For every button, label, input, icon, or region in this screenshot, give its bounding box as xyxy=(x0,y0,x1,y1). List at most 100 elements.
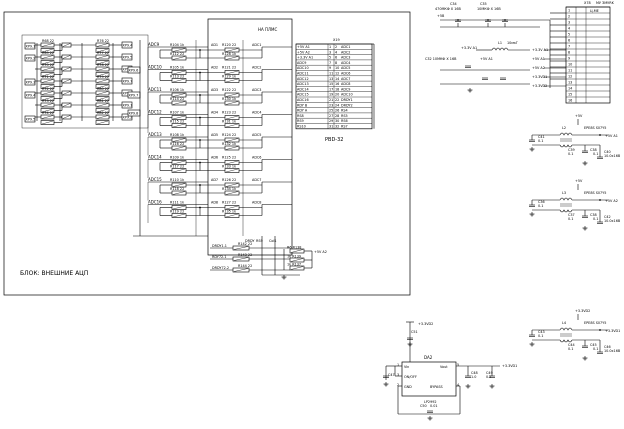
resistor-slash xyxy=(225,168,239,173)
resistor-slash xyxy=(225,183,239,187)
resistor-slash xyxy=(172,70,186,75)
connector-pin-number: 31 xyxy=(329,125,333,129)
connector-pin-number: 4 xyxy=(335,50,337,54)
pin-number: 3 xyxy=(397,373,399,377)
rail-label: +5V A1 xyxy=(532,57,545,61)
mk-interface-frame xyxy=(207,18,293,256)
connector-pin-left: ADC10 xyxy=(297,66,309,70)
resistor-slash xyxy=(225,123,239,128)
connector-pin-number: 13 xyxy=(329,77,333,81)
resistor-slash xyxy=(172,138,186,142)
resistor-slash xyxy=(172,93,186,97)
connector-pin-number: 14 xyxy=(335,77,339,81)
inductor-part: EPE8S S07Y5 xyxy=(584,321,606,325)
resistor-label: R120 22 xyxy=(222,43,236,47)
junction xyxy=(504,19,506,21)
connector-pin-right: ADC4 xyxy=(341,61,350,65)
adc-pin-label: AD6 xyxy=(211,156,218,160)
cap-value: 0.1 xyxy=(593,152,598,156)
connector-pin-number: 26 xyxy=(335,109,339,113)
cap-ref: C41 xyxy=(538,135,545,139)
resistor-label: R108 1k xyxy=(170,133,184,137)
rail-label: +5V A2 xyxy=(314,250,327,254)
rail-label: +3.3VD2 xyxy=(575,309,590,313)
resistor-slash xyxy=(96,108,109,113)
connector-pin-number: 5 xyxy=(329,56,331,60)
bottom-signal-label: RDY72.1 xyxy=(212,255,226,259)
mid-connector-label: XP9.1 xyxy=(123,103,133,107)
filter-coil-top xyxy=(559,327,573,331)
connector-pin-number: 12 xyxy=(335,72,339,76)
connector-pin-number: 18 xyxy=(335,87,339,91)
power-pin-number: 2 xyxy=(568,15,570,19)
inductor-ref: L3 xyxy=(562,191,566,195)
resistor-label: R109 1k xyxy=(170,156,184,160)
resistor-label: R106 1k xyxy=(170,88,184,92)
cap-value: 0.1 xyxy=(538,204,543,208)
resistor-slash xyxy=(41,79,54,83)
junction xyxy=(199,139,201,141)
connector-pin-left: +3.3V A1 xyxy=(297,56,313,60)
resistor-slash xyxy=(41,60,54,65)
cap-ref: C38 xyxy=(590,213,597,217)
junction xyxy=(199,206,201,209)
connector-pin-right: RS4 xyxy=(341,109,348,113)
ldo-ref: DA2 xyxy=(424,355,433,360)
resistor-slash xyxy=(172,183,186,187)
resistor-slash xyxy=(41,120,54,125)
resistor-slash xyxy=(225,48,239,52)
adc-output-label: ADC5 xyxy=(252,133,261,137)
cap-ref: C51 xyxy=(411,330,418,334)
power-pin-number: 7 xyxy=(568,45,570,49)
resistor-slash xyxy=(172,191,186,195)
connector-pin-left: ADC9 xyxy=(297,61,306,65)
junction xyxy=(199,184,201,186)
resistor-label: R110 1k xyxy=(170,178,184,182)
resistor-slash xyxy=(96,79,109,83)
junction xyxy=(457,19,459,21)
input-connector-label: XP9.4 xyxy=(26,93,36,97)
resistor-slash xyxy=(62,55,71,59)
resistor-slash xyxy=(290,266,304,270)
cap-ref: C42 xyxy=(604,215,611,219)
resistor-label: R131 1k xyxy=(222,120,236,124)
cap-ref: C36 xyxy=(538,200,545,204)
junction xyxy=(487,19,489,21)
cap-ref: C49 xyxy=(486,371,493,375)
junction xyxy=(199,161,201,164)
resistor-label: R119 22 xyxy=(170,210,184,214)
connector-pin-number: 20 xyxy=(335,93,339,97)
connector-pin-right: ADC3 xyxy=(341,56,350,60)
resistor-slash xyxy=(96,60,109,65)
resistor-slash xyxy=(41,91,54,95)
resistor-label: R73 22 xyxy=(42,99,54,103)
resistor-slash xyxy=(96,120,109,125)
output-connector-label: XP9.8 xyxy=(129,111,139,115)
input-connector-label: XP9.5 xyxy=(26,117,36,121)
cap-value: 10МКФ Х 16В xyxy=(477,7,501,11)
connector-pin-number: 23 xyxy=(329,103,333,107)
resistor-label: R116 22 xyxy=(170,142,184,146)
resistor-label: R82 22 xyxy=(97,111,109,115)
resistor-label: R113 22 xyxy=(170,75,184,79)
ldo-pin: GND xyxy=(404,385,412,389)
connector-pin-right: ADC1 xyxy=(341,45,350,49)
connector-pin-right: ADC2 xyxy=(341,50,350,54)
resistor-slash xyxy=(62,115,71,119)
resistor-label: R105 1k xyxy=(170,66,184,70)
resistor-slash xyxy=(41,96,54,101)
resistor-slash xyxy=(225,101,239,105)
resistor-slash xyxy=(172,56,186,60)
resistor-slash xyxy=(225,160,239,165)
resistor-slash xyxy=(233,268,249,272)
to-mk-label: НА ПЛМС xyxy=(258,27,277,32)
resistor-slash xyxy=(41,103,54,107)
power-pin-number: 14 xyxy=(568,87,572,91)
resistor-slash xyxy=(41,43,54,47)
connector-pin-number: 8 xyxy=(335,61,337,65)
junction xyxy=(199,71,201,74)
resistor-label: R134 1k xyxy=(222,187,236,191)
resistor-label: R123 22 xyxy=(222,111,236,115)
resistor-label: R117 22 xyxy=(170,165,184,169)
